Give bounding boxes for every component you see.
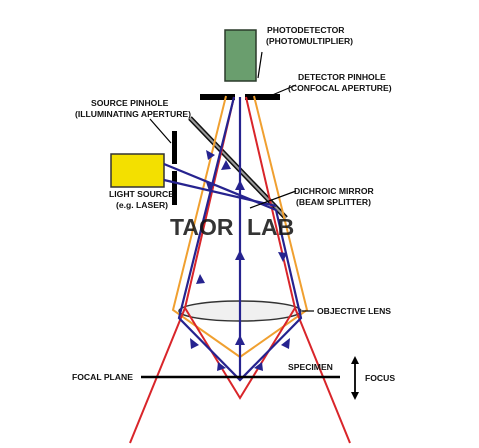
leader-lines (149, 51, 314, 312)
watermark: TAOR LAB (170, 214, 294, 240)
watermark-part1: TAOR (170, 214, 234, 240)
laser-beam-path (163, 96, 303, 382)
photodetector-label-line1: PHOTODETECTOR (267, 25, 345, 35)
detector-pinhole-label-line2: (CONFOCAL APERTURE) (288, 83, 392, 93)
source-pinhole-bottom (172, 171, 177, 205)
light-source-box (110, 153, 165, 188)
photodetector-box (224, 29, 257, 82)
dichroic-mirror-label-line1: DICHROIC MIRROR (294, 186, 375, 196)
in-focus-light-path (129, 96, 351, 444)
dichroic-mirror-label-line2: (BEAM SPLITTER) (296, 197, 371, 207)
detector-pinhole-label-line1: DETECTOR PINHOLE (298, 72, 386, 82)
watermark-part2: LAB (247, 214, 294, 240)
source-pinhole-top (172, 131, 177, 164)
source-pinhole-label-line2: (ILLUMINATING APERTURE) (75, 109, 191, 119)
detector-pinhole-right (245, 94, 280, 100)
detector-pinhole-left (200, 94, 235, 100)
specimen-label: SPECIMEN (288, 362, 333, 372)
light-source-label-line2: (e.g. LASER) (116, 200, 168, 210)
source-pinhole-label-line1: SOURCE PINHOLE (91, 98, 169, 108)
focal-plane-label: FOCAL PLANE (72, 372, 133, 382)
focus-label: FOCUS (365, 373, 395, 383)
photodetector-label-line2: (PHOTOMULTIPLIER) (266, 36, 353, 46)
beam-arrowheads (190, 150, 290, 371)
light-source-label-line1: LIGHT SOURCE (109, 189, 174, 199)
objective-lens-label: OBJECTIVE LENS (317, 306, 391, 316)
